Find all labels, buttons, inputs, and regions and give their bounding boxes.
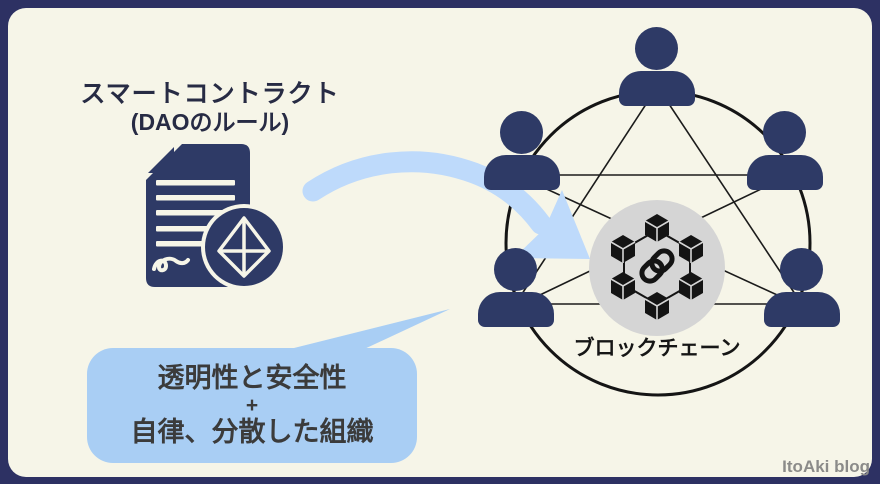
watermark: ItoAki blog <box>782 457 870 476</box>
title-line1: スマートコントラクト <box>80 80 340 108</box>
blockchain-label: ブロックチェーン <box>573 337 741 360</box>
cube-icon <box>610 235 636 263</box>
cube-icon <box>644 214 670 242</box>
person-icon-upper-right <box>747 111 823 190</box>
person-head <box>500 111 543 154</box>
smart-contract-title: スマートコントラクト (DAOのルール) <box>55 80 365 136</box>
person-head <box>780 248 823 291</box>
blockchain-icon <box>610 214 704 320</box>
person-head <box>494 248 537 291</box>
speech-bubble: 透明性と安全性 + 自律、分散した組織 <box>87 348 417 463</box>
title-line2: (DAOのルール) <box>130 109 290 135</box>
person-torso <box>478 292 554 327</box>
person-torso <box>619 71 695 106</box>
bubble-line1: 透明性と安全性 <box>157 363 347 393</box>
cube-icons <box>610 214 704 320</box>
person-icon-lower-right <box>764 248 840 327</box>
person-icon-top <box>619 27 695 106</box>
chain-link-icon <box>639 248 675 284</box>
person-icon-lower-left <box>478 248 554 327</box>
person-icon-upper-left <box>484 111 560 190</box>
cube-icon <box>644 292 670 320</box>
cube-icon <box>678 272 704 300</box>
person-head <box>635 27 678 70</box>
bubble-line3: 自律、分散した組織 <box>130 417 374 447</box>
person-torso <box>484 155 560 190</box>
person-head <box>763 111 806 154</box>
cube-icon <box>678 235 704 263</box>
cube-icon <box>610 272 636 300</box>
person-torso <box>764 292 840 327</box>
bubble-line2: + <box>245 394 259 417</box>
person-torso <box>747 155 823 190</box>
